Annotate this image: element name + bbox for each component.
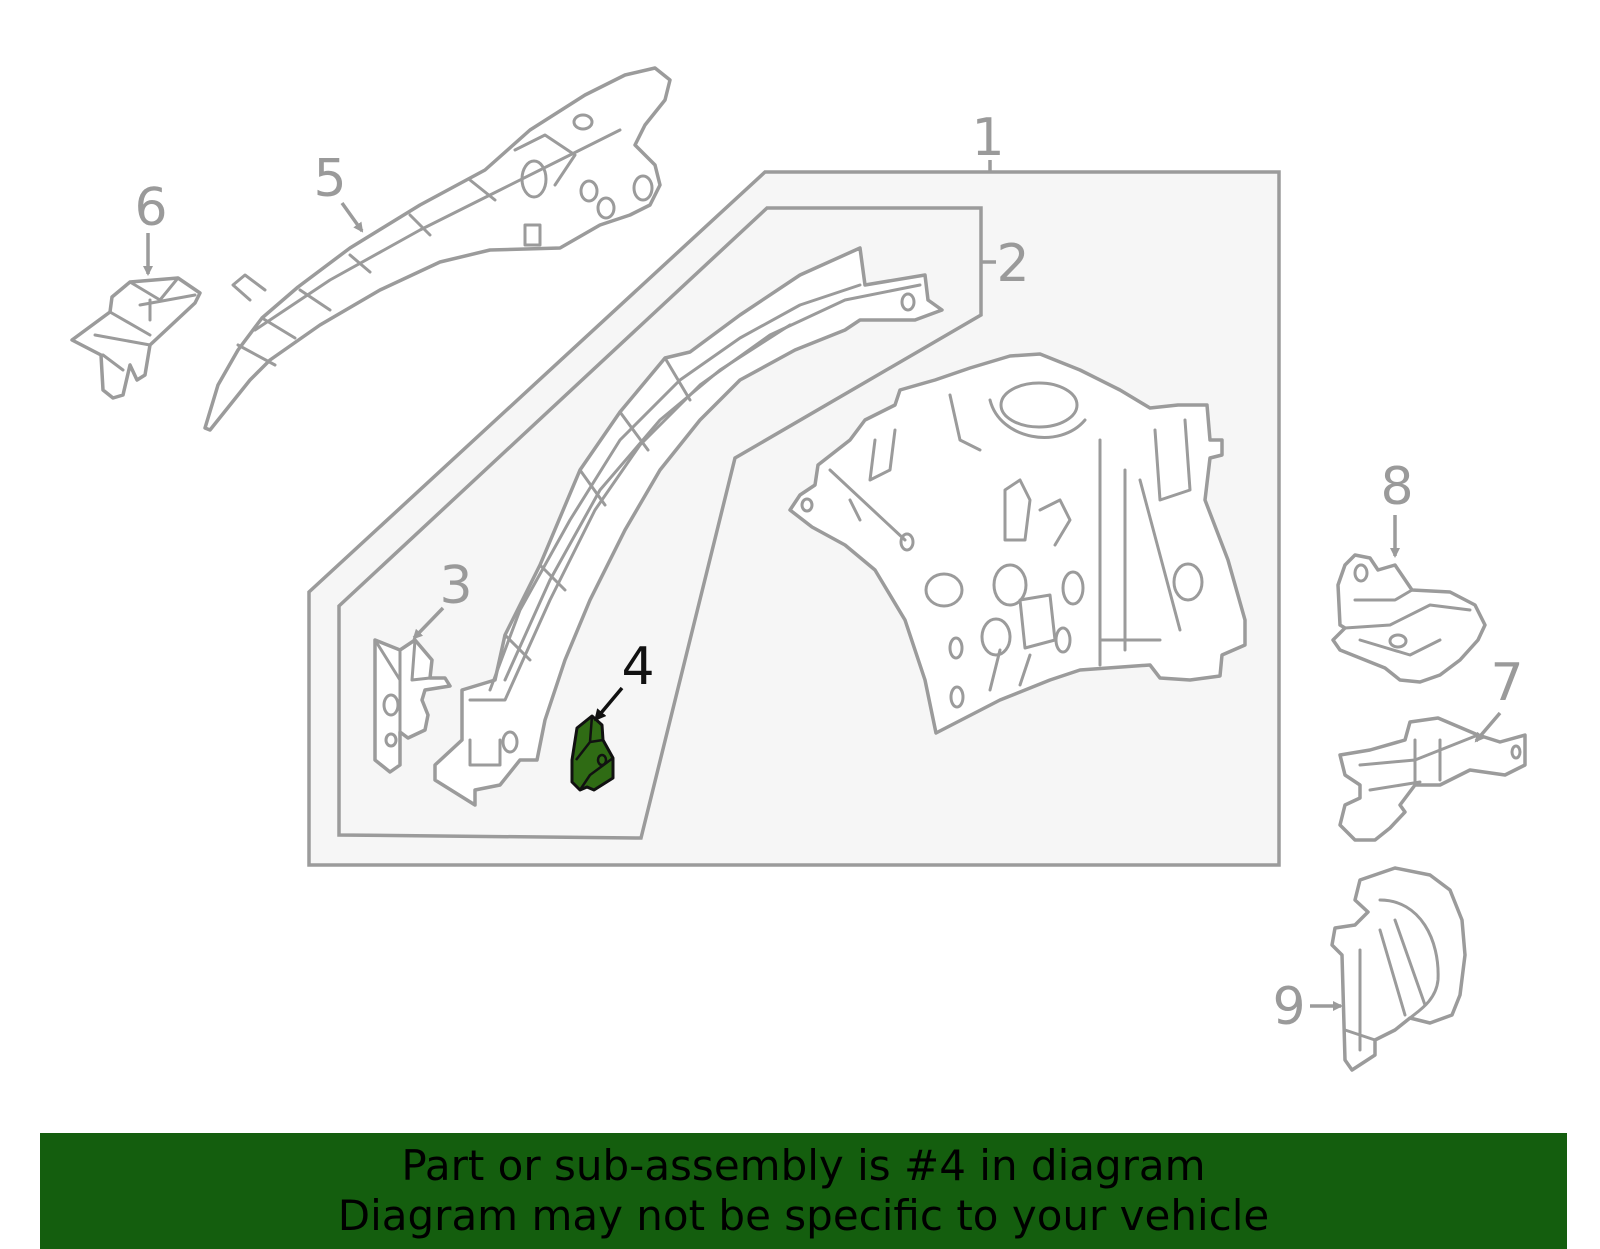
banner-line-1: Part or sub-assembly is #4 in diagram — [401, 1141, 1206, 1190]
callout-3: 3 — [439, 556, 472, 616]
assembly-frame-2 — [337, 206, 983, 840]
callout-1: 1 — [971, 108, 1004, 168]
part-9-wheel-liner[interactable] — [1330, 866, 1467, 1072]
info-banner: Part or sub-assembly is #4 in diagram Di… — [40, 1133, 1567, 1249]
part-4-bracket-highlighted[interactable] — [570, 714, 615, 792]
part-2-wheelhouse-arch[interactable] — [433, 246, 944, 807]
callout-9: 9 — [1272, 977, 1305, 1037]
part-3-bracket[interactable] — [373, 638, 452, 774]
callout-5: 5 — [313, 149, 346, 209]
callout-7: 7 — [1490, 653, 1523, 713]
callout-8: 8 — [1380, 457, 1413, 517]
part-8-bracket[interactable] — [1331, 553, 1487, 684]
part-6-bracket[interactable] — [70, 276, 202, 400]
part-5-upper-rail[interactable] — [203, 66, 672, 432]
part-1-inner-panel[interactable] — [788, 352, 1247, 735]
banner-line-2: Diagram may not be specific to your vehi… — [337, 1191, 1270, 1240]
part-7-bracket[interactable] — [1338, 716, 1527, 842]
callout-4: 4 — [621, 637, 654, 697]
callout-2: 2 — [996, 234, 1029, 294]
callout-6: 6 — [134, 178, 167, 238]
